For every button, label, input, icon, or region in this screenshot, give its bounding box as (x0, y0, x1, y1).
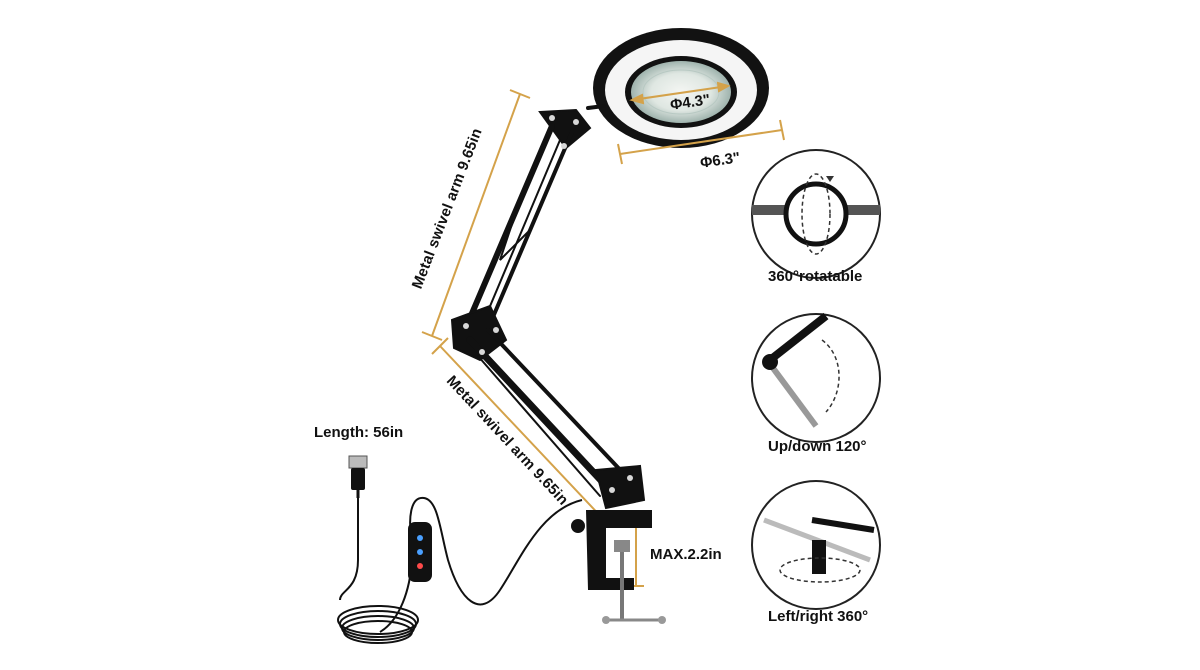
inner-diameter-arrow (629, 81, 731, 105)
cable-length-label: Length: 56in (314, 424, 404, 441)
feature-label-rotate: 360°rotatable (768, 268, 863, 285)
feature-tilt-circle (751, 312, 881, 443)
magnifier-head (593, 28, 769, 148)
feature-label-swivel: Left/right 360° (768, 608, 869, 625)
clamp-max-label: MAX.2.2in (650, 546, 722, 563)
feature-rotate-circle (751, 149, 881, 279)
power-cable (337, 496, 583, 644)
upper-arm-dimension (421, 89, 531, 341)
inline-controller (408, 522, 432, 582)
usb-plug-icon (348, 455, 368, 498)
joint-dots (463, 115, 633, 493)
outer-diameter-line (617, 119, 785, 165)
feature-label-tilt: Up/down 120° (768, 438, 867, 455)
desk-clamp (571, 510, 666, 624)
swing-arm (450, 104, 646, 510)
clamp-dimension (628, 521, 644, 587)
feature-swivel-circle (751, 480, 881, 610)
